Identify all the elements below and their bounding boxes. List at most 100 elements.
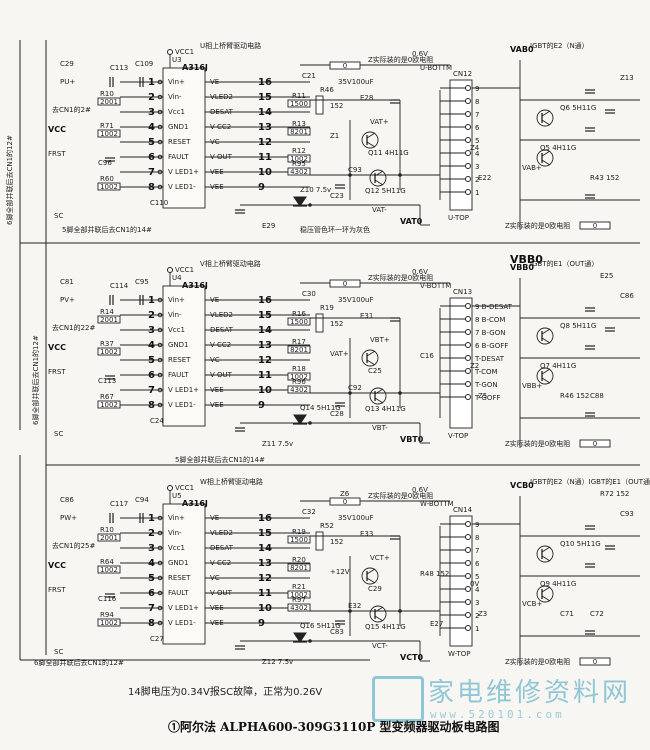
part-ref: C30 [302,290,316,298]
pin-terminal [157,605,163,611]
transistor-symbol [536,367,554,385]
ic-pin-label-left: Vin+ [168,514,185,522]
net-label: VBB+ [522,382,542,390]
resistor [287,535,311,544]
capacitor-symbol [335,402,345,407]
ic-part-name: A316J [182,499,208,508]
resistor-ref: R96 [292,378,306,386]
part-ref: C71 [560,610,574,618]
resistor-ref: R37 [100,340,114,348]
zero-ohm-link [579,221,611,230]
zener-diode-symbol [293,196,307,207]
sc-label: SC [54,430,63,438]
connector-pin-label: 6 [475,124,480,132]
ic-pin-number-left: 6 [148,152,155,163]
ic-pin-number-left: 3 [148,325,155,336]
net-label: E22 [478,174,491,182]
junction-dot [348,609,352,613]
connector-pin-label: 7 [475,547,479,555]
part-ref: Q6 5H11G [560,104,596,112]
wire [541,377,551,384]
ic-pin-number-left: 4 [148,122,155,133]
capacitor-symbol [109,77,114,87]
net-label: Z6 [340,490,350,498]
resistor [97,533,121,542]
resistor [315,531,324,551]
zero-ohm-link [579,657,611,666]
part-ref: C117 [110,500,128,508]
resistor-value: 0 [343,62,347,70]
cap-note: 35V100uF [338,514,374,522]
part-ref: Q15 4H11G [365,623,406,631]
transistor-body [369,387,387,405]
resistor [287,167,311,176]
resistor [97,400,121,409]
part-ref: C72 [590,610,604,618]
transistor-body [361,349,379,367]
resistor-ref: R97 [292,596,306,604]
part-ref: C23 [330,192,344,200]
ic-pin-label-left: V LED1+ [168,386,199,394]
ic-ref: U3 [172,56,182,64]
junction-dot [348,173,352,177]
resistor-ref: R95 [292,160,306,168]
part-ref: Q10 5H11G [560,540,601,548]
capacitor-symbol [605,109,615,114]
wire [366,350,376,357]
transistor-body [536,545,554,563]
ic-pin-number-right: 15 [258,92,272,103]
bus-note: 5脚全部并联后去CN1的14# [62,225,152,234]
ic-pin-number-left: 3 [148,107,155,118]
wire [366,141,376,148]
output-terminal-b: VBB0 [510,263,534,272]
part-ref: Z11 7.5v [262,440,293,448]
part-ref: C16 [420,352,434,360]
transistor-body [369,169,387,187]
capacitor-symbol [139,295,144,305]
transistor-symbol [536,585,554,603]
part-ref: C94 [135,496,149,504]
part-ref: C113 [98,377,116,385]
zero-ohm-link [329,61,361,70]
resistor [287,385,311,394]
ic-pin-label-left: RESET [168,356,191,364]
supply-terminal [167,267,173,273]
connector-pin-label: 4 [475,150,480,158]
part-ref: E32 [348,602,361,610]
part-ref: C32 [302,508,316,516]
connector-pin-label: 8 B-COM [475,316,505,324]
ic-pin-number-right: 13 [258,122,272,133]
resistor-ref: R67 [100,393,114,401]
resistor [287,345,311,354]
ic-pin-number-right: 15 [258,528,272,539]
wire [366,132,376,139]
resistor [97,97,121,106]
ic-pin-number-left: 4 [148,558,155,569]
part-ref: R48 152 [420,570,449,578]
pin-terminal [157,357,163,363]
part-ref: C29 [368,585,382,593]
net-label: Z4 [470,144,480,152]
ic-pin-label-left: V LED1+ [168,168,199,176]
part-ref: C21 [302,72,316,80]
bus-note: 6脚全部并联后去CN1的12# [34,658,124,667]
connector-pin-label: 1 [475,625,479,633]
capacitor-symbol [390,317,400,322]
part-ref: C25 [368,367,382,375]
connector-pin-label: T-COM [474,368,498,376]
capacitor-symbol [105,593,115,598]
wire [366,577,376,584]
zero-ohm-link [329,279,361,288]
part-ref: Z12 7.5v [262,658,293,666]
wire [541,555,551,562]
pin-terminal [157,372,163,378]
part-ref: E25 [600,272,613,280]
part-ref: R43 152 [590,174,619,182]
capacitor-symbol [585,307,595,312]
ic-pin-label-left: Vin- [168,311,182,319]
connector-pin-label: T-GON [474,381,498,389]
top-label: V-TOP [448,432,468,440]
ic-pin-number-left: 5 [148,573,155,584]
part-ref: C88 [590,392,604,400]
